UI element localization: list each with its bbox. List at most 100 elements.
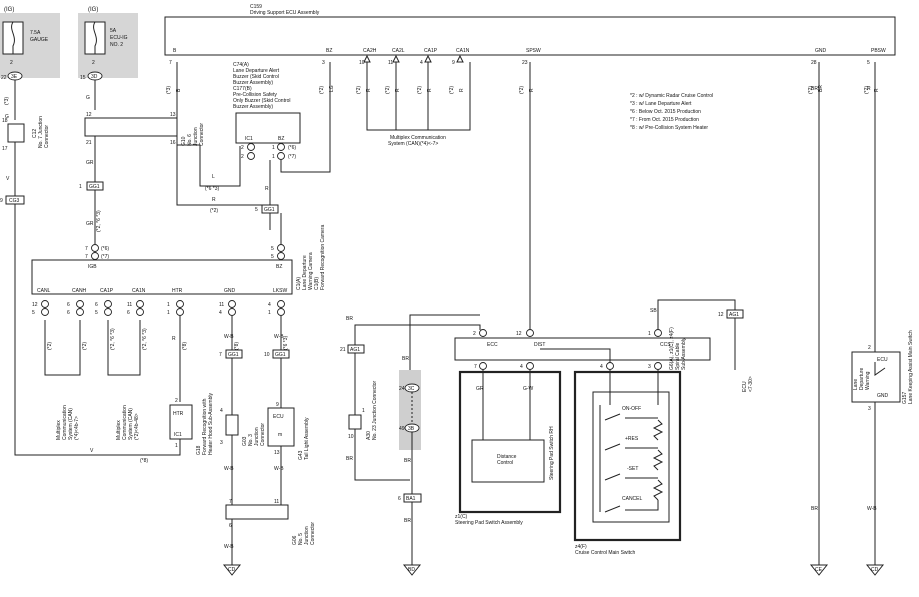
mux-mid-l2: Communication [122,405,128,440]
camera-pin [104,308,112,316]
g10-name3: Junction [193,127,199,146]
fuse-ecu-ig: (IG) 5A ECU-IG NO. 2 2 15 3D [78,7,138,81]
sp-pad-rh: Steering Pad Switch RH [549,426,555,480]
camera-mark: (*6 *3) [283,335,289,350]
ecu-pin: 5 [867,60,870,66]
cc-res: +RES [625,436,639,442]
buzzer-l2: Lane Departure Alert [233,68,280,74]
ecu-pin: 4 [420,60,423,66]
sp-p7: 7 [474,364,477,370]
ecu-mark: (*2) [385,86,391,94]
ecu-pin: 28 [811,60,817,66]
camera-terminal-label: CA1P [100,288,114,294]
mux-top-l1: Multiplex Communication [390,135,446,141]
buzzer-p1a: 1 [272,145,275,151]
ecu-name: Driving Support ECU Assembly [250,10,320,16]
g10-wire-gr2: GR [86,221,94,227]
cg3-label: CG3 [9,198,20,204]
ecu-mark: (*2) [417,86,423,94]
g03-gg1: GG1 [228,352,239,358]
ground-symbol [402,564,422,576]
buzzer-l7: Only Buzzer (Skid Control [233,98,291,104]
ecu-terminal-label: CA2L [392,48,405,54]
heater-ic1: IC1 [174,432,182,438]
tail-light: ECU m 9 13 G43 Tail Light Assembly [267,402,310,460]
g10-name1: G10 [181,136,187,146]
sp-dist: DIST [534,342,545,348]
wire-r-label: R [212,197,216,203]
tail-name2: Tail Light Assembly [304,417,310,460]
tail-wire: W-B [274,334,284,340]
g03-name2: No. 3 [248,434,254,446]
a30-p10: 10 [348,434,354,440]
ccs-ecu2: <7-30> [748,376,754,392]
lka-name2: Lane Keeping Assist Main Switch [908,330,914,404]
buzzer-mb: (*7) [288,154,296,160]
gnd-wire-br2: BR [811,506,818,512]
g03-name4: Connector [260,423,266,446]
g06-wire: W-B [224,544,234,550]
fuse-ecuig-pin-num: 15 [80,75,86,81]
cc-name1: z4(F) [575,544,587,550]
sp-z2-1: G6(A), z1(C), z4(F) [669,327,675,370]
wire-r-mark: (*2) [210,208,218,214]
a30-name2: No. 23 Junction Connector [372,380,378,440]
ecu-pin: 11 [388,60,393,66]
c12-wire-g: G [5,114,9,120]
cam-p7a: 7 [85,246,88,252]
heater-name2: Forward Recognition with [202,398,208,455]
c12-mark: (*3) [4,97,10,105]
a30-wire: BR [346,316,353,322]
buzzer-l3: Buzzer (Skid Control [233,74,279,80]
fuse-icon [93,21,97,54]
camera-terminal-label: GND [224,288,236,294]
cc-set: -SET [627,466,638,472]
sp-dist-l1: Distance [497,454,517,460]
tail-m: m [278,432,282,438]
ecu-mark: (*2) [808,86,814,94]
ecu-terminal-label: CA1P [424,48,438,54]
lka-p3: 3 [868,406,871,412]
fuse-gauge-pin-conn: 3E [11,74,18,80]
ecu-wire-label: R [366,88,372,92]
ecu-mark: (*2) [319,86,325,94]
buzzer-l5: C177(B) [233,86,252,92]
buzzer-ma: (*6) [288,145,296,151]
ground-symbol [865,564,885,576]
g06-gnd: CD [228,567,236,573]
sp-p4: 4 [520,364,523,370]
camera-pin [136,308,144,316]
ba1-label: BA1 [406,496,416,502]
camera-pin-b: 1 [268,310,271,316]
camera-terminal-label: LKSW [273,288,287,294]
mux-left-l1: Multiplex [56,420,62,440]
sp-dist-l2: Control [497,460,513,466]
lka-ecu: ECU [877,357,888,363]
gnd-cd: CD [871,567,879,573]
mid-gnd: BD [408,567,415,573]
tail-gg1: GG1 [275,352,286,358]
camera-pin-b: 5 [32,310,35,316]
c12-name3: Connector [44,125,50,148]
camera-mark: (*2, *6 *3) [142,328,148,350]
camera-pin [277,308,285,316]
g10-p21: 21 [86,140,92,146]
g10-wire-gr: GR [86,160,94,166]
c12-name2: No. 7 Junction [38,116,44,148]
legend-item: *6 : Below Oct. 2015 Production [630,109,701,115]
g10-p16: 16 [170,140,176,146]
ecu-terminal-label: CA2H [363,48,377,54]
ecu-wire-label: R [459,88,465,92]
fuse-gauge-ig: (IG) [4,7,14,13]
camera-terminal-label: CANL [37,288,51,294]
ecu-terminals: B7B(*3)BZ3LG(*2)CA2H10R(*2)CA2L11R(*2)CA… [166,48,886,94]
camera-pin-a: 6 [67,302,70,308]
lka-lane3: Warning [865,371,871,390]
c12-p18: 18 [2,118,8,124]
buzzer-p1b: 1 [272,154,275,160]
cc-name2: Cruise Control Main Switch [575,550,636,556]
gg1-label: GG1 [89,184,100,190]
buzzer-l6: Pre-Collision Safety [233,92,277,98]
resistor-icon [652,479,664,501]
gnd-wire-br: BR [811,86,818,92]
